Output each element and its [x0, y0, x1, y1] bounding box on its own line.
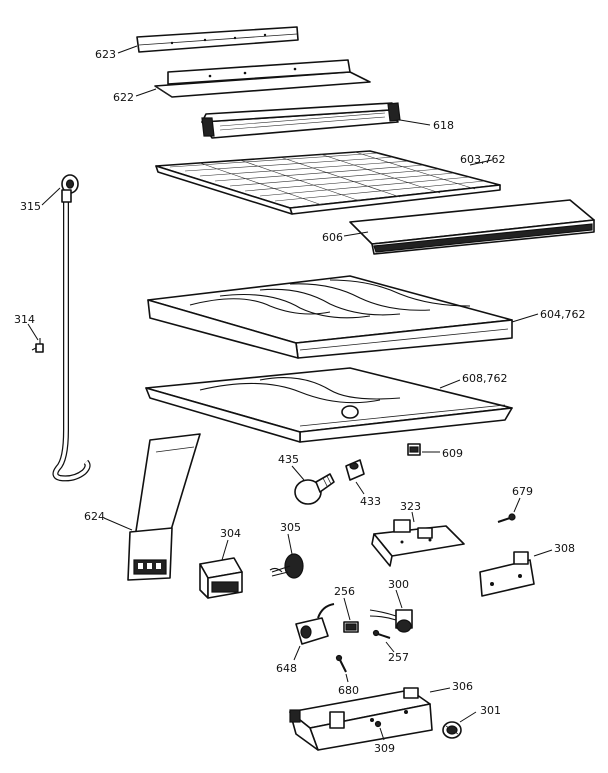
callout-304: 304 [220, 527, 241, 540]
part-606-cover[interactable] [349, 199, 595, 255]
part-314-clip[interactable] [31, 338, 44, 353]
callout-315: 315 [20, 200, 41, 213]
part-623-strip[interactable] [136, 26, 299, 53]
leader-315 [41, 187, 61, 206]
leader-305 [287, 533, 293, 555]
part-604-pan[interactable] [147, 275, 513, 359]
part-609-clip[interactable] [407, 443, 421, 456]
leader-606 [343, 231, 369, 237]
leader-622 [135, 88, 157, 97]
part-648-switch[interactable] [295, 603, 335, 645]
part-308-plate[interactable] [479, 551, 535, 597]
callout-309: 309 [374, 742, 395, 755]
callout-618: 618 [433, 119, 454, 132]
callout-301: 301 [480, 704, 501, 717]
part-301-knob[interactable] [442, 721, 462, 739]
callout-606: 606 [322, 231, 343, 244]
leader-323 [411, 511, 415, 523]
callout-300: 300 [388, 578, 409, 591]
leader-433 [355, 481, 365, 495]
callout-622: 622 [113, 91, 134, 104]
part-622-bracket[interactable] [154, 59, 371, 98]
callout-305: 305 [280, 521, 301, 534]
leader-618 [399, 119, 431, 126]
leader-604 [511, 313, 539, 323]
part-680-screw[interactable] [335, 654, 347, 673]
part-309-fastener[interactable] [374, 720, 382, 728]
part-257-screw[interactable] [372, 629, 391, 639]
part-624-panel[interactable] [127, 433, 201, 581]
leader-300 [395, 589, 403, 609]
leader-435 [291, 465, 305, 481]
leader-304 [221, 539, 229, 561]
leader-603 [469, 159, 493, 166]
leader-257 [385, 641, 395, 653]
callout-308: 308 [554, 542, 575, 555]
part-305-fan[interactable] [269, 553, 304, 579]
part-300-thermostat[interactable] [369, 609, 413, 633]
leader-648 [293, 645, 301, 661]
callout-624: 624 [84, 510, 105, 523]
part-608-tray[interactable] [145, 367, 513, 443]
callout-623: 623 [95, 48, 116, 61]
leader-308 [533, 549, 553, 557]
part-306-housing[interactable] [289, 687, 433, 751]
leader-309 [379, 727, 385, 741]
part-304-relay[interactable] [199, 557, 243, 599]
callout-257: 257 [388, 651, 409, 664]
callout-306: 306 [452, 680, 473, 693]
leader-301 [459, 711, 477, 723]
callout-314: 314 [14, 313, 35, 326]
callout-679: 679 [512, 485, 533, 498]
callout-603: 603,762 [460, 153, 506, 166]
callout-609: 609 [442, 447, 463, 460]
part-256-connector[interactable] [343, 621, 359, 633]
leader-256 [343, 597, 351, 621]
callout-608: 608,762 [462, 372, 508, 385]
leader-608 [439, 379, 461, 389]
callout-604: 604,762 [540, 308, 586, 321]
leader-623 [117, 45, 138, 54]
part-435-bulb[interactable] [294, 473, 335, 505]
callout-256: 256 [334, 585, 355, 598]
leader-680 [345, 673, 349, 683]
callout-323: 323 [400, 500, 421, 513]
callout-648: 648 [276, 662, 297, 675]
part-679-screw[interactable] [497, 513, 516, 523]
leader-624 [103, 517, 133, 531]
callout-435: 435 [278, 453, 299, 466]
callout-433: 433 [360, 495, 381, 508]
part-603-shelf[interactable] [155, 150, 501, 215]
leader-306 [429, 687, 451, 693]
part-323-bracket[interactable] [371, 519, 465, 567]
part-618-rail[interactable] [201, 102, 401, 139]
part-315-tube[interactable] [52, 174, 91, 482]
part-433-socket[interactable] [345, 459, 365, 481]
leader-314 [27, 323, 39, 341]
callout-680: 680 [338, 684, 359, 697]
leader-679 [513, 497, 521, 513]
